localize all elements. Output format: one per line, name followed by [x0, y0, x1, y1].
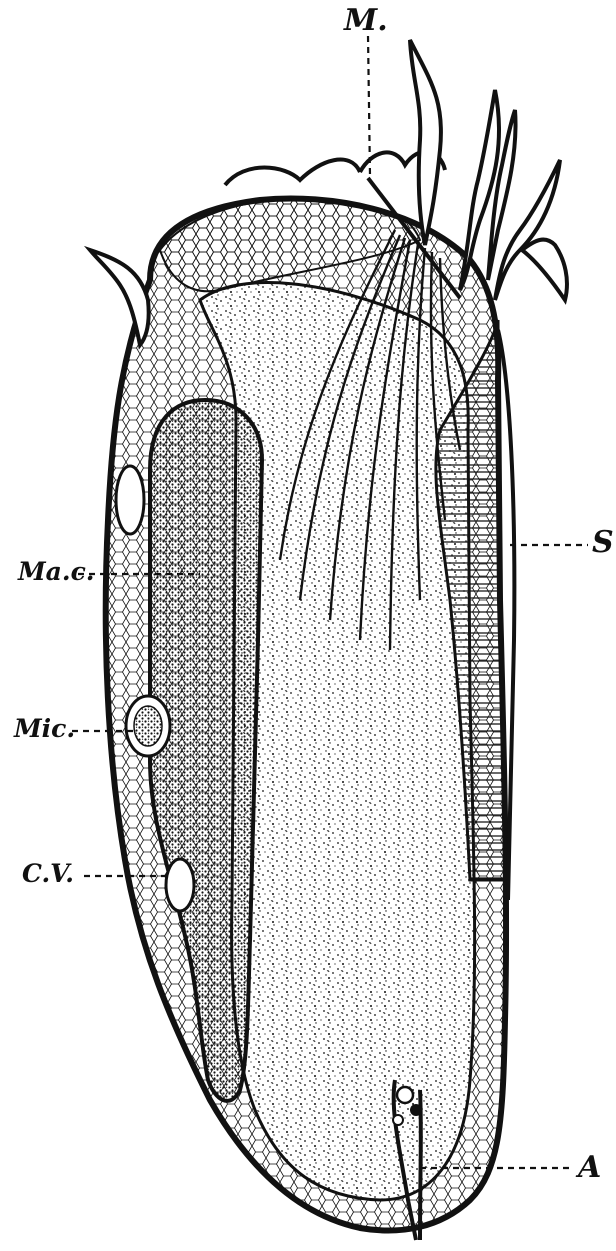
label-micronucleus: Mic. [14, 716, 75, 741]
contractile-vacuole [166, 859, 194, 911]
label-macronucleus: Ma.c. [18, 559, 95, 584]
label-mouth: M. [344, 6, 388, 36]
label-syncilia: S [592, 528, 614, 558]
label-contractile-vacuole: C.V. [22, 861, 74, 886]
label-anus: A [578, 1153, 601, 1183]
pointer-m [368, 36, 370, 176]
